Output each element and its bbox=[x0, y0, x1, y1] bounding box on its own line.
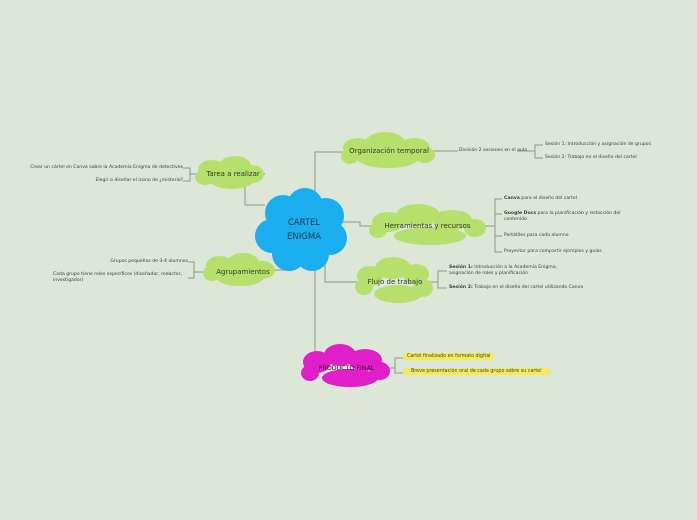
node-organizacion[interactable]: Organización temporal bbox=[349, 147, 429, 155]
magenta-node-shape bbox=[301, 344, 390, 387]
central-node[interactable]: CARTEL ENIGMA bbox=[282, 216, 326, 244]
central-title-line1: CARTEL bbox=[287, 218, 321, 228]
producto-leaf-2: Breve presentación oral de cada grupo so… bbox=[403, 368, 550, 375]
flujo-leaf-2: Sesión 2: Trabajo en el diseño del carte… bbox=[449, 285, 584, 290]
node-agrupamientos[interactable]: Agrupamientos bbox=[216, 268, 270, 276]
node-flujo[interactable]: Flujo de trabajo bbox=[367, 278, 423, 286]
flujo-leaf-1: Sesión 1: Introducción a la Academia Eni… bbox=[449, 265, 558, 276]
node-producto[interactable]: PRODUCTO FINAL bbox=[318, 365, 375, 372]
tarea-leaf-1: Crear un cártel en Canva sobre la Academ… bbox=[30, 165, 183, 170]
herramientas-leaf-proyector: Proyector para compartir ejemplos y guía… bbox=[504, 249, 602, 254]
central-node-shape bbox=[255, 188, 347, 271]
herramientas-leaf-docs: Google Docs para la planificación y reda… bbox=[504, 211, 621, 222]
agrupamientos-leaf-1: Grupos pequeños de 3-4 alumnos bbox=[110, 259, 188, 264]
node-tarea[interactable]: Tarea a realizar bbox=[206, 170, 260, 178]
green-node-shapes bbox=[195, 132, 486, 303]
central-title-line2: ENIGMA bbox=[287, 232, 321, 242]
herramientas-leaf-canva: Canva para el diseño del cartel bbox=[504, 196, 577, 201]
organizacion-leaf: División 2 sesiones en el aula bbox=[459, 148, 527, 153]
agrupamientos-leaf-2: Cada grupo tiene roles específicos (dise… bbox=[53, 272, 182, 283]
herramientas-leaf-portatiles: Portátiles para cada alumno bbox=[504, 233, 569, 238]
organizacion-subleaf-1: Sesión 1: Introducción y asignación de g… bbox=[545, 142, 651, 147]
producto-leaf-1: Cartel finalizado en formato digital bbox=[403, 353, 495, 360]
tarea-leaf-2: Elegir o diseñar el icono de ¿misterio? bbox=[95, 178, 184, 183]
organizacion-subleaf-2: Sesión 2: Trabajo en el diseño del carte… bbox=[545, 155, 637, 160]
node-herramientas[interactable]: Herramientas y recursos bbox=[384, 222, 471, 230]
